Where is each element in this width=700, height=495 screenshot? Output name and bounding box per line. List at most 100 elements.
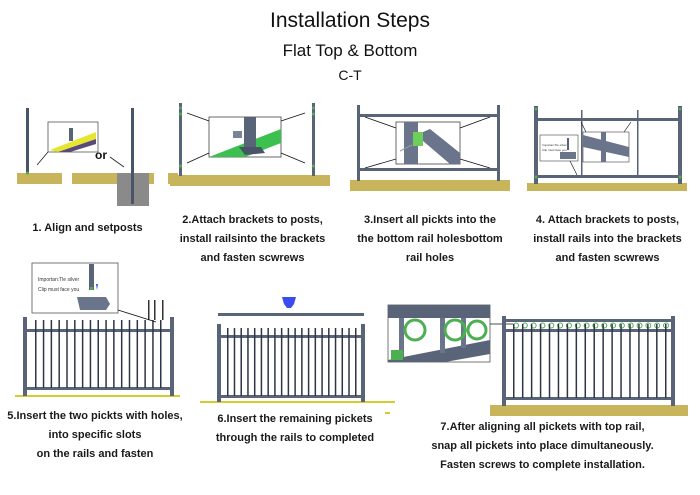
post-right <box>671 316 675 406</box>
pointer-line <box>280 152 306 164</box>
bottom-rail <box>359 168 498 171</box>
clip-rings <box>513 322 669 329</box>
bottom-rail <box>537 175 679 178</box>
picket <box>584 324 587 398</box>
picket <box>530 324 533 398</box>
caption-line: 4. Attach brackets to posts, <box>535 214 680 226</box>
caption-line: 3.Insert all pickts into the <box>363 214 497 226</box>
inset-bracket <box>413 132 423 146</box>
top-rail <box>537 118 679 121</box>
post-left <box>217 324 221 402</box>
pointer-line <box>186 112 210 122</box>
picket <box>240 328 242 396</box>
caption-line: snap all pickets into place dimultaneous… <box>431 440 654 452</box>
inset-clip-ring <box>443 318 467 342</box>
inset-note-line: Importan:Tle silver <box>542 143 567 147</box>
pointer-line <box>569 160 578 176</box>
caption-line: 7.After aligning all pickets with top ra… <box>440 421 645 433</box>
picket <box>301 328 303 396</box>
step-3-illustration <box>350 105 510 191</box>
picket <box>557 324 560 398</box>
ground-slab <box>170 175 330 186</box>
step-2-illustration <box>170 103 330 186</box>
pointer-line <box>280 112 306 122</box>
picket <box>355 328 357 396</box>
pointer-line-left <box>36 151 49 166</box>
caption-line: and fasten scwrews <box>555 252 660 264</box>
picket <box>253 328 256 396</box>
page-subtitle: Flat Top & Bottom <box>282 41 418 60</box>
step-7-caption: 7.After aligning all pickets with top ra… <box>385 418 700 475</box>
picket <box>575 324 578 398</box>
inset-down-arrow <box>96 284 98 290</box>
pickets <box>35 320 162 388</box>
pointer-line <box>580 121 587 133</box>
step-5-caption: 5.Insert the two pickts with holes, into… <box>0 407 190 464</box>
picket-with-holes <box>148 300 150 320</box>
picket <box>120 320 123 388</box>
picket <box>247 328 249 396</box>
picket <box>307 328 310 396</box>
picket <box>280 328 283 396</box>
picket <box>274 328 276 396</box>
post-left <box>357 105 360 181</box>
picket <box>566 324 569 398</box>
picket <box>227 328 229 396</box>
post-right <box>678 106 682 184</box>
picket <box>152 320 154 388</box>
inset-yellow-slab <box>50 132 96 152</box>
post-left <box>534 106 538 184</box>
picket <box>35 320 37 388</box>
inset-picket <box>89 264 94 290</box>
picket <box>58 320 60 388</box>
caption-line: 5.Insert the two pickts with holes, <box>7 410 183 422</box>
picket <box>602 324 604 398</box>
inset-clip <box>560 152 576 159</box>
picket <box>328 328 330 396</box>
picket <box>611 324 613 398</box>
clip-ring <box>618 322 625 329</box>
step-6-illustration <box>200 297 395 403</box>
or-label: or <box>95 148 107 162</box>
inset-note-line: Clip must face you <box>542 148 567 152</box>
brackets <box>179 106 315 168</box>
post-right <box>312 103 315 176</box>
pointer-line <box>117 309 157 323</box>
inset-clip-block <box>77 297 110 310</box>
picket <box>629 324 631 398</box>
inset-clip-ring <box>403 318 427 342</box>
ground-slab-mid <box>72 173 154 184</box>
picket-with-holes <box>162 300 164 320</box>
caption-line: install rails into the brackets <box>533 233 682 245</box>
caption-line: 1. Align and setposts <box>32 222 143 234</box>
post-left <box>23 317 27 396</box>
step-3-caption: 3.Insert all pickts into the the bottom … <box>340 211 520 268</box>
inset-bracket <box>391 350 403 360</box>
post-left <box>179 103 182 176</box>
picket <box>97 320 99 388</box>
inset-picket <box>399 318 404 358</box>
inset-picket <box>567 138 569 150</box>
pickets <box>227 328 357 396</box>
picket <box>348 328 350 396</box>
pointer-line-right <box>109 156 125 168</box>
pointer-line <box>186 152 210 164</box>
picket <box>638 324 640 398</box>
inset-base-plate <box>239 147 265 155</box>
picket <box>334 328 337 396</box>
brackets <box>534 107 682 179</box>
inset-bracket <box>233 131 242 138</box>
inset-rail-top <box>388 305 490 318</box>
inset-post <box>244 117 256 147</box>
step-4-caption: 4. Attach brackets to posts, install rai… <box>515 211 700 268</box>
bottom-rail <box>505 397 672 400</box>
pointer-line <box>623 121 632 133</box>
picket <box>294 328 296 396</box>
page-title: Installation Steps <box>270 9 430 32</box>
picket <box>341 328 344 396</box>
post-right <box>361 324 365 402</box>
inset-clip-ring <box>466 319 488 341</box>
picket <box>539 324 542 398</box>
inset-picket <box>440 318 445 353</box>
caption-line: through the rails to completed <box>215 432 375 444</box>
